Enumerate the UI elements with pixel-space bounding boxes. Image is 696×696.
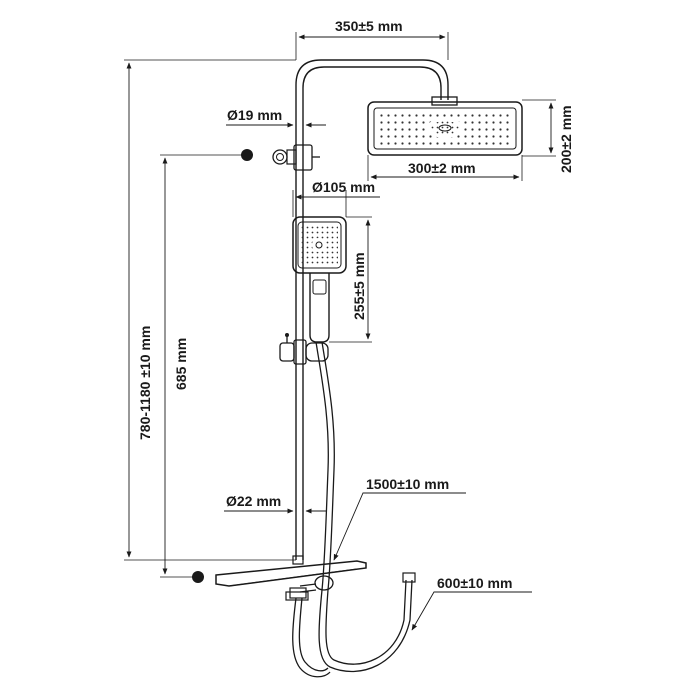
dim-total-height <box>124 59 296 561</box>
dim-hand-length <box>329 216 372 343</box>
upper-wall-bracket <box>272 144 320 171</box>
label-fixing-distance: 685 mm <box>173 338 189 390</box>
label-hose-length: 1500±10 mm <box>366 476 449 492</box>
label-pipe-22: Ø22 mm <box>226 493 281 509</box>
dim-fixing-distance <box>160 149 253 583</box>
label-connection-spacing: 600±10 mm <box>437 575 512 591</box>
hand-shower-holder <box>279 333 329 365</box>
label-overhead-width: 300±2 mm <box>408 160 476 176</box>
dim-connection-spacing <box>411 591 532 631</box>
dim-hose-length <box>333 492 466 561</box>
shower-hose <box>289 341 416 678</box>
hand-shower <box>292 216 347 343</box>
label-overhead-depth: 200±2 mm <box>558 105 574 173</box>
dim-arm-length <box>295 32 449 60</box>
overhead-shower <box>367 96 523 156</box>
thermostat-shelf <box>215 555 367 601</box>
dim-overhead-depth <box>522 99 556 157</box>
label-hand-diameter: Ø105 mm <box>312 179 375 195</box>
label-hand-length: 255±5 mm <box>351 252 367 320</box>
label-pipe-19: Ø19 mm <box>227 107 282 123</box>
label-arm-length: 350±5 mm <box>335 18 403 34</box>
label-total-height: 780-1180 ±10 mm <box>137 326 153 440</box>
dim-overhead-width <box>367 155 523 181</box>
dim-hand-diameter <box>292 190 380 217</box>
